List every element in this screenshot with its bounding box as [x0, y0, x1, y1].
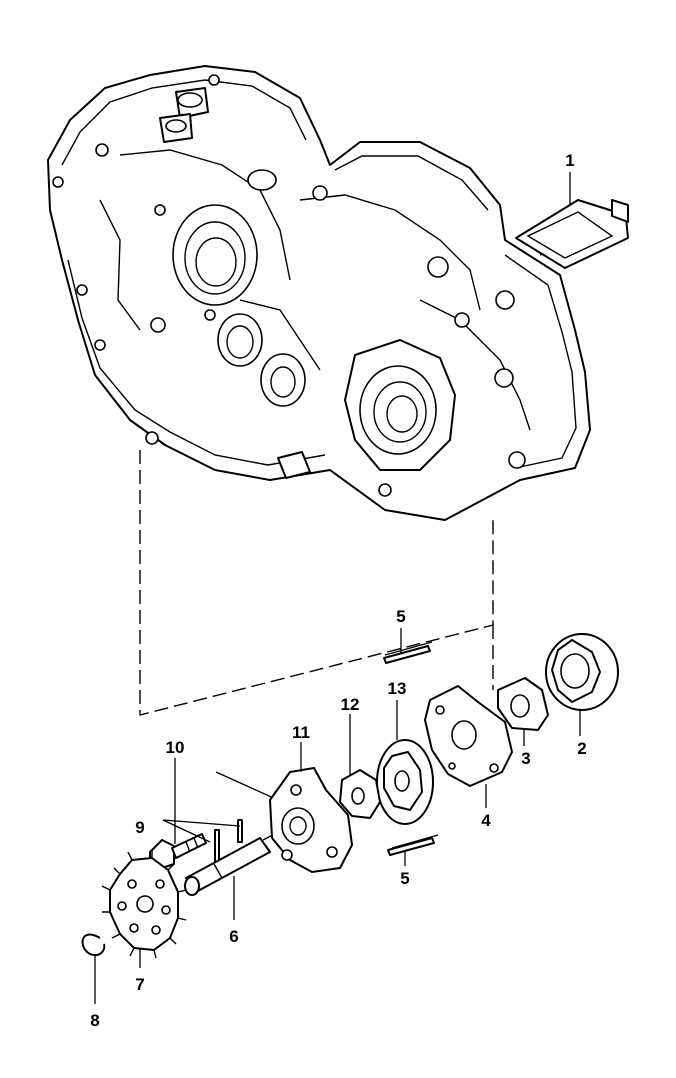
callout-leaders [94, 172, 581, 1004]
inner-rotor-icon [376, 739, 434, 825]
callout-6: 6 [229, 927, 238, 946]
callout-11: 11 [292, 723, 310, 742]
dowel-pin-icon [383, 645, 435, 856]
oil-strainer-icon [515, 199, 629, 269]
callout-5-bottom: 5 [400, 869, 409, 888]
callout-2: 2 [577, 739, 586, 758]
pump-shaft-icon [184, 837, 271, 896]
callout-8: 8 [90, 1011, 99, 1030]
callout-12: 12 [341, 695, 360, 714]
rotor-coupling-icon [497, 677, 549, 731]
callout-labels: 1 2 3 4 5 5 6 7 8 9 10 11 12 13 [90, 151, 586, 1030]
crankcase [47, 65, 591, 521]
circlip-icon [81, 933, 106, 956]
callout-3: 3 [521, 749, 530, 768]
drive-gear-icon [101, 850, 187, 959]
callout-10: 10 [166, 738, 185, 757]
callout-1: 1 [565, 151, 574, 170]
pump-plate-icon [424, 685, 513, 787]
callout-13: 13 [388, 679, 407, 698]
inner-coupling-icon [339, 769, 381, 819]
callout-7: 7 [135, 975, 144, 994]
outer-rotor-icon [545, 633, 619, 711]
callout-4: 4 [481, 811, 491, 830]
callout-9: 9 [135, 818, 144, 837]
callout-5-top: 5 [396, 607, 405, 626]
pump-housing-icon [269, 767, 353, 873]
